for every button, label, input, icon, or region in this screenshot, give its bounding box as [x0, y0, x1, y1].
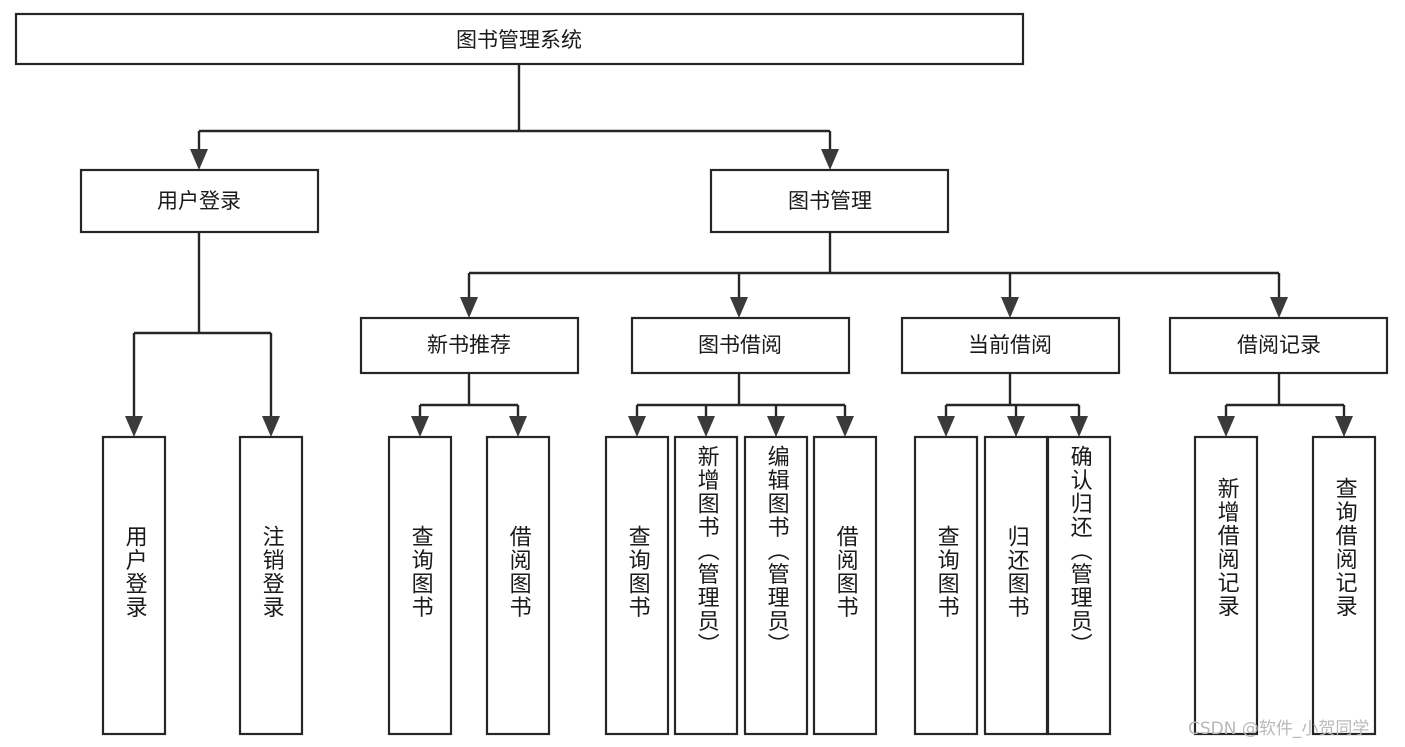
connector-group-user-login	[125, 232, 280, 437]
node-current-borrow[interactable]: 当前借阅	[900, 316, 1121, 375]
node-leaf-query-book-2-box[interactable]	[604, 435, 670, 736]
node-leaf-query-book-1-box[interactable]	[387, 435, 453, 736]
node-book-manage[interactable]: 图书管理	[709, 168, 950, 234]
node-book-borrow-box[interactable]	[630, 316, 851, 375]
node-leaf-user-login-box[interactable]	[101, 435, 167, 736]
arrow-to-leaf-add-book	[697, 416, 715, 437]
arrow-to-leaf-borrow-book-2	[836, 416, 854, 437]
connector-group-borrow-record	[1217, 373, 1353, 437]
node-user-login-label: 用户登录	[157, 189, 241, 213]
arrow-to-leaf-edit-book	[767, 416, 785, 437]
arrow-to-borrow-record	[1270, 297, 1288, 318]
node-leaf-logout-login-box[interactable]	[238, 435, 304, 736]
node-borrow-record[interactable]: 借阅记录	[1168, 316, 1389, 375]
arrow-to-leaf-query-book-3	[937, 416, 955, 437]
node-leaf-add-record-box[interactable]	[1193, 435, 1259, 736]
arrow-to-leaf-return-book	[1007, 416, 1025, 437]
connector-group-current-borrow	[937, 373, 1088, 437]
connector-group-root	[190, 64, 839, 170]
arrow-to-current-borrow	[1001, 297, 1019, 318]
arrow-to-leaf-logout-login	[262, 416, 280, 437]
arrow-to-book-borrow	[730, 297, 748, 318]
node-leaf-borrow-book-1-box[interactable]	[485, 435, 551, 736]
node-leaf-query-book-3-box[interactable]	[913, 435, 979, 736]
node-new-book-recommend-box[interactable]	[359, 316, 580, 375]
node-new-book-recommend[interactable]: 新书推荐	[359, 316, 580, 375]
node-leaf-return-book-box[interactable]	[983, 435, 1049, 736]
node-current-borrow-label: 当前借阅	[968, 333, 1052, 357]
arrow-to-leaf-confirm-return	[1070, 416, 1088, 437]
node-root-box[interactable]	[14, 12, 1025, 66]
arrow-to-leaf-add-record	[1217, 416, 1235, 437]
arrow-to-leaf-query-book-1	[411, 416, 429, 437]
node-book-manage-label: 图书管理	[788, 189, 872, 213]
node-book-manage-box[interactable]	[709, 168, 950, 234]
node-leaf-edit-book-box[interactable]	[743, 435, 809, 736]
node-user-login[interactable]: 用户登录	[79, 168, 320, 234]
arrow-root-to-book-manage	[821, 149, 839, 170]
node-borrow-record-box[interactable]	[1168, 316, 1389, 375]
node-root-label: 图书管理系统	[456, 28, 582, 52]
arrow-to-new-book-recommend	[460, 297, 478, 318]
node-borrow-record-label: 借阅记录	[1237, 333, 1321, 357]
arrow-root-to-user-login	[190, 149, 208, 170]
arrow-to-leaf-query-record	[1335, 416, 1353, 437]
connector-group-new-book-recommend	[411, 373, 527, 437]
node-leaf-query-record-box[interactable]	[1311, 435, 1377, 736]
node-book-borrow[interactable]: 图书借阅	[630, 316, 851, 375]
connector-group-book-manage	[460, 232, 1288, 318]
arrow-to-leaf-user-login	[125, 416, 143, 437]
node-leaf-confirm-return-box[interactable]	[1046, 435, 1112, 736]
node-user-login-box[interactable]	[79, 168, 320, 234]
arrow-to-leaf-borrow-book-1	[509, 416, 527, 437]
node-book-borrow-label: 图书借阅	[698, 333, 782, 357]
node-root[interactable]: 图书管理系统	[14, 12, 1025, 66]
node-current-borrow-box[interactable]	[900, 316, 1121, 375]
node-leaf-add-book-box[interactable]	[673, 435, 739, 736]
connector-group-book-borrow	[628, 373, 854, 437]
node-leaf-borrow-book-2-box[interactable]	[812, 435, 878, 736]
arrow-to-leaf-query-book-2	[628, 416, 646, 437]
node-new-book-recommend-label: 新书推荐	[427, 333, 511, 357]
